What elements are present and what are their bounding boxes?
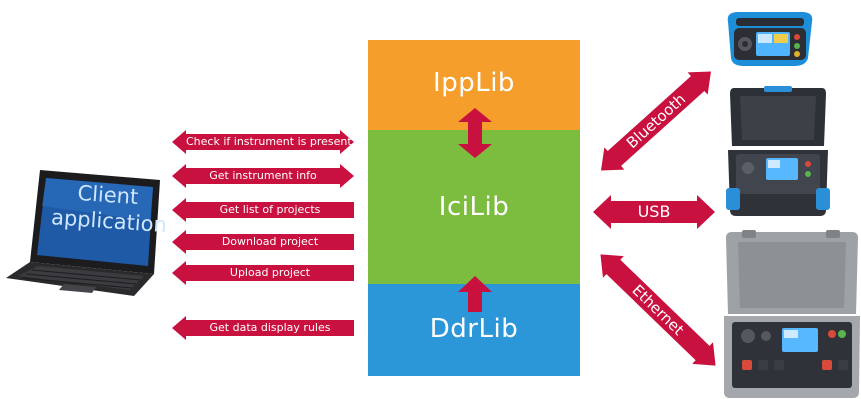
double-arrow-icon [172,130,354,154]
up-arrow-icon [458,276,492,312]
double-arrow-icon [172,164,354,188]
left-arrow-icon [172,316,354,340]
action-get-instrument-info: Get instrument info [172,164,354,188]
double-arrow-icon [601,71,711,171]
action-label: Get list of projects [219,203,321,216]
ddrlib-label: DdrLib [429,314,519,344]
double-arrow-icon [593,195,715,229]
usb-label: USB [637,202,671,221]
bluetooth-connection: Bluetooth [591,60,721,181]
large-case-tester-icon [724,230,860,398]
action-label: Get instrument info [209,169,317,182]
case-tester-icon [726,86,830,216]
left-arrow-icon [172,261,354,285]
ethernet-connection: Ethernet [590,244,726,377]
action-label: Check if instrument is present [186,135,352,148]
handheld-tester-icon [727,12,813,66]
action-get-display-rules: Get data display rules [172,316,354,340]
left-arrow-icon [172,198,354,222]
action-get-projects: Get list of projects [172,198,354,222]
left-arrow-icon [172,230,354,254]
ipplib-label: IppLib [433,68,515,98]
vertical-double-arrow-icon [458,108,492,158]
laptop-icon [6,170,160,296]
action-label: Upload project [229,266,311,279]
action-label: Download project [221,235,319,248]
icilib-label: IciLib [438,192,510,222]
action-check-instrument: Check if instrument is present [172,130,354,154]
usb-connection: USB [593,195,715,229]
action-label: Get data display rules [209,321,331,334]
bluetooth-label: Bluetooth [622,89,690,153]
action-download-project: Download project [172,230,354,254]
action-upload-project: Upload project [172,261,354,285]
laptop-screen-title: Client application [50,178,167,238]
double-arrow-icon [600,254,716,366]
ethernet-label: Ethernet [628,281,688,339]
